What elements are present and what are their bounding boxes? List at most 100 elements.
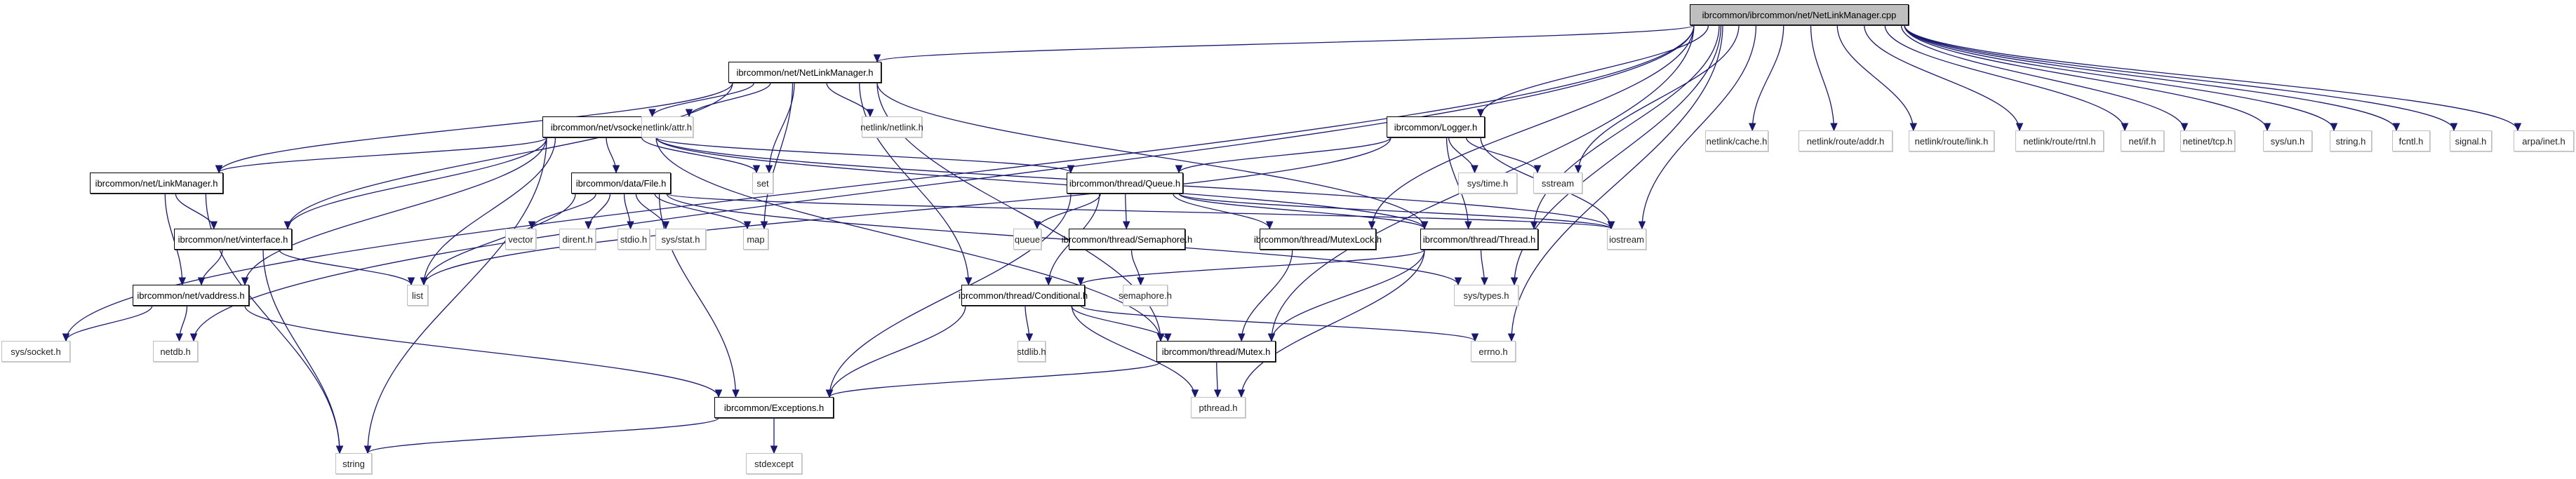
graph-node-queue-h[interactable]: ibrcommon/thread/Queue.h <box>1067 173 1183 194</box>
graph-node-file[interactable]: ibrcommon/data/File.h <box>571 173 671 194</box>
edge-file-to-map <box>654 193 748 229</box>
graph-node-netif: net/if.h <box>2121 130 2164 151</box>
arrowhead-root-to-iostream <box>1638 221 1646 230</box>
graph-node-vsocket[interactable]: ibrcommon/net/vsocket.h <box>542 116 660 137</box>
arrowhead-root-to-netif <box>2121 123 2129 132</box>
edge-vsocket-to-list <box>423 137 556 285</box>
edge-thread-to-conditional <box>1080 249 1425 285</box>
graph-node-nl-rtnl: netlink/route/rtnl.h <box>2015 130 2104 151</box>
arrowhead-vaddress-to-syssocket <box>62 333 70 342</box>
graph-node-semaphore-h[interactable]: ibrcommon/thread/Semaphore.h <box>1062 229 1192 250</box>
edge-queue-h-to-mutexlock <box>1173 193 1270 229</box>
edge-file-to-iostream <box>666 193 1612 229</box>
graph-node-mutexlock[interactable]: ibrcommon/thread/MutexLock.h <box>1254 229 1382 250</box>
arrowhead-root-to-sysun <box>2263 123 2271 132</box>
graph-node-string-h: string.h <box>2330 130 2372 151</box>
graph-node-logger[interactable]: ibrcommon/Logger.h <box>1387 116 1485 137</box>
graph-node-queue: queue <box>1013 229 1041 250</box>
edge-root-to-netif <box>1884 25 2125 131</box>
graph-node-mutex[interactable]: ibrcommon/thread/Mutex.h <box>1156 341 1276 362</box>
arrowhead-root-to-signal <box>2450 123 2458 132</box>
arrowhead-nlm-h-to-vsocket <box>648 109 656 118</box>
edge-linkmgr-to-vaddress <box>164 193 183 285</box>
arrowhead-logger-to-systime <box>1471 165 1479 174</box>
arrowhead-root-to-systypes <box>1510 277 1519 286</box>
arrowhead-queue-h-to-semaphore-h <box>1122 221 1130 230</box>
arrowhead-vsocket-to-mutex <box>1156 333 1165 342</box>
arrowhead-root-to-arpainet <box>2514 123 2522 132</box>
edge-queue-h-to-queue <box>1036 193 1101 229</box>
edge-vinterface-to-list <box>279 249 412 285</box>
graph-node-vaddress[interactable]: ibrcommon/net/vaddress.h <box>133 285 249 306</box>
edge-root-to-arpainet <box>1904 25 2518 131</box>
graph-node-sysstat: sys/stat.h <box>655 229 706 250</box>
edge-conditional-to-mutex <box>1071 305 1168 342</box>
graph-node-linkmgr[interactable]: ibrcommon/net/LinkManager.h <box>90 173 223 194</box>
graph-node-conditional[interactable]: ibrcommon/thread/Conditional.h <box>959 285 1088 306</box>
graph-node-exceptions[interactable]: ibrcommon/Exceptions.h <box>714 397 834 418</box>
edge-root-to-netdb <box>193 25 1695 342</box>
arrowhead-conditional-to-pthread <box>1191 389 1199 398</box>
edge-thread-to-mutex <box>1271 249 1425 342</box>
arrowhead-nlm-h-to-map <box>760 221 768 230</box>
graph-node-vector: vector <box>505 229 536 250</box>
graph-node-arpainet: arpa/inet.h <box>2514 130 2574 151</box>
graph-node-nl-netlink: netlink/netlink.h <box>860 116 923 137</box>
graph-node-tcp: netinet/tcp.h <box>2180 130 2235 151</box>
arrowhead-conditional-to-mutex <box>1163 333 1172 342</box>
graph-node-vinterface[interactable]: ibrcommon/net/vinterface.h <box>174 229 292 250</box>
edge-vsocket-to-vaddress <box>244 137 547 285</box>
edge-vsocket-to-string <box>367 137 547 454</box>
edge-logger-to-systime <box>1448 137 1476 173</box>
arrowhead-linkmgr-to-vaddress <box>178 277 187 286</box>
edge-root-to-mutexlock <box>1371 25 1695 229</box>
arrowhead-file-to-vector <box>528 221 536 230</box>
graph-node-root[interactable]: ibrcommon/ibrcommon/net/NetLinkManager.c… <box>1690 4 1909 25</box>
graph-node-nl-link: netlink/route/link.h <box>1909 130 1994 151</box>
edge-vaddress-to-exceptions <box>244 305 719 398</box>
arrowhead-root-to-mutexlock <box>1368 221 1376 230</box>
edge-root-to-nlm-h <box>876 25 1695 62</box>
edge-logger-to-thread <box>1446 137 1469 229</box>
edge-nlm-h-to-vsocket <box>651 82 755 117</box>
arrowhead-root-to-nl-addr <box>1830 123 1838 132</box>
arrowhead-nlm-h-to-set <box>765 165 773 174</box>
edge-vsocket-to-linkmgr <box>218 137 547 173</box>
graph-node-stdlib: stdlib.h <box>1017 341 1046 362</box>
edge-file-to-exceptions <box>658 193 737 398</box>
edge-queue-h-to-thread <box>1178 193 1425 229</box>
arrowhead-queue-h-to-conditional <box>1044 277 1053 286</box>
arrowhead-file-to-sysstat <box>662 221 670 230</box>
arrowhead-queue-h-to-mutexlock <box>1265 221 1274 230</box>
edge-conditional-to-errno <box>1080 305 1476 342</box>
arrowhead-thread-to-conditional <box>1076 277 1085 286</box>
graph-node-nlm-h[interactable]: ibrcommon/net/NetLinkManager.h <box>728 62 881 83</box>
arrowhead-conditional-to-errno <box>1471 333 1479 342</box>
edge-conditional-to-pthread <box>1071 305 1196 398</box>
graph-node-thread[interactable]: ibrcommon/thread/Thread.h <box>1420 229 1538 250</box>
edge-exceptions-to-string <box>367 417 719 454</box>
graph-node-nl-attr: netlink/attr.h <box>641 116 693 137</box>
edge-vinterface-to-vaddress <box>201 249 223 285</box>
arrowhead-thread-to-mutex <box>1267 333 1276 342</box>
edge-root-to-nl-rtnl <box>1864 25 2020 131</box>
arrowhead-root-to-fcntl <box>2392 123 2401 132</box>
edge-vinterface-to-string <box>262 249 340 454</box>
graph-node-sysun: sys/un.h <box>2263 130 2312 151</box>
edge-nlm-h-to-conditional <box>859 82 969 285</box>
graph-node-nl-cache: netlink/cache.h <box>1705 130 1768 151</box>
edge-vsocket-to-queue-h <box>655 137 1072 173</box>
arrowhead-file-to-stdio <box>627 221 634 230</box>
arrowhead-vsocket-to-set <box>752 165 761 174</box>
arrowhead-vsocket-to-queue-h <box>1067 165 1075 174</box>
edge-root-to-errno <box>1511 25 1723 342</box>
graph-node-semaphore: semaphore.h <box>1119 285 1172 306</box>
edge-file-to-list <box>423 193 576 285</box>
arrowhead-conditional-to-stdlib <box>1025 333 1034 342</box>
graph-node-netdb: netdb.h <box>153 341 198 362</box>
arrowhead-queue-h-to-thread <box>1420 221 1429 230</box>
edge-root-to-sstream <box>1577 25 1740 173</box>
arrowhead-queue-h-to-queue <box>1033 221 1041 230</box>
edge-vaddress-to-syssocket <box>65 305 153 342</box>
